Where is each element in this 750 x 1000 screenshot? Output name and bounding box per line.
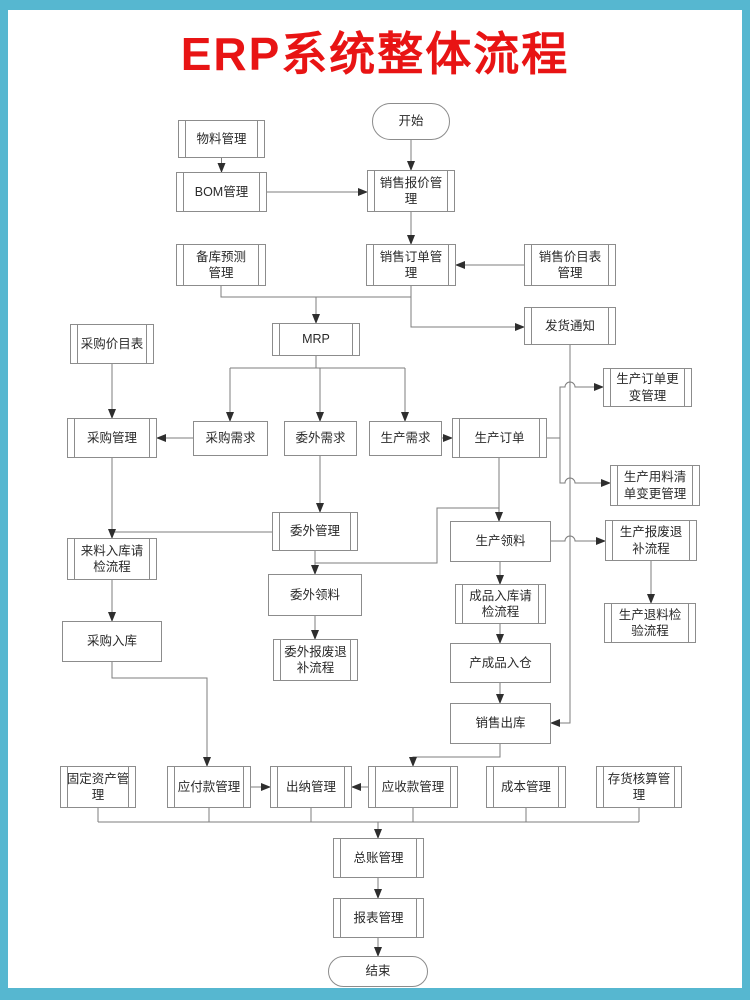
- node-purchase-price-list: 采购价目表: [70, 324, 154, 364]
- node-bom-management: BOM管理: [176, 172, 267, 212]
- node-production-demand: 生产需求: [369, 421, 442, 456]
- node-production-picking: 生产领料: [450, 521, 551, 562]
- node-outsourcing-demand: 委外需求: [284, 421, 357, 456]
- node-production-return-inspection-process: 生产退料检 验流程: [604, 603, 696, 643]
- node-end-terminator: 结束: [328, 956, 428, 987]
- node-production-order-change-management: 生产订单更 变管理: [603, 368, 692, 407]
- node-inventory-accounting-management: 存货核算管 理: [596, 766, 682, 808]
- node-cost-management: 成本管理: [486, 766, 566, 808]
- node-incoming-inspection-process: 来料入库请 检流程: [67, 538, 157, 580]
- node-shipping-notice: 发货通知: [524, 307, 616, 345]
- page-title: ERP系统整体流程: [180, 28, 570, 80]
- node-outsourcing-management: 委外管理: [272, 512, 358, 551]
- node-cashier-management: 出纳管理: [270, 766, 352, 808]
- node-material-management: 物料管理: [178, 120, 265, 158]
- node-finished-goods-inspection-process: 成品入库请 检流程: [455, 584, 546, 624]
- node-production-order: 生产订单: [452, 418, 547, 458]
- node-stock-forecast-management: 备库预测 管理: [176, 244, 266, 286]
- node-purchase-management: 采购管理: [67, 418, 157, 458]
- node-production-scrap-return-process: 生产报废退 补流程: [605, 520, 697, 561]
- node-fixed-asset-management: 固定资产管 理: [60, 766, 136, 808]
- node-purchase-demand: 采购需求: [193, 421, 268, 456]
- node-accounts-receivable-management: 应收款管理: [368, 766, 458, 808]
- node-outsourcing-picking: 委外领料: [268, 574, 362, 616]
- node-purchase-inbound: 采购入库: [62, 621, 162, 662]
- node-sales-order-management: 销售订单管 理: [366, 244, 456, 286]
- node-mrp: MRP: [272, 323, 360, 356]
- node-finished-goods-warehousing: 产成品入仓: [450, 643, 551, 683]
- node-production-bom-change-management: 生产用料清 单变更管理: [610, 465, 700, 506]
- node-general-ledger-management: 总账管理: [333, 838, 424, 878]
- node-sales-outbound: 销售出库: [450, 703, 551, 744]
- node-outsourcing-scrap-return-process: 委外报废退 补流程: [273, 639, 358, 681]
- node-start-terminator: 开始: [372, 103, 450, 140]
- node-report-management: 报表管理: [333, 898, 424, 938]
- node-sales-price-list-management: 销售价目表 管理: [524, 244, 616, 286]
- node-accounts-payable-management: 应付款管理: [167, 766, 251, 808]
- node-sales-quotation-management: 销售报价管 理: [367, 170, 455, 212]
